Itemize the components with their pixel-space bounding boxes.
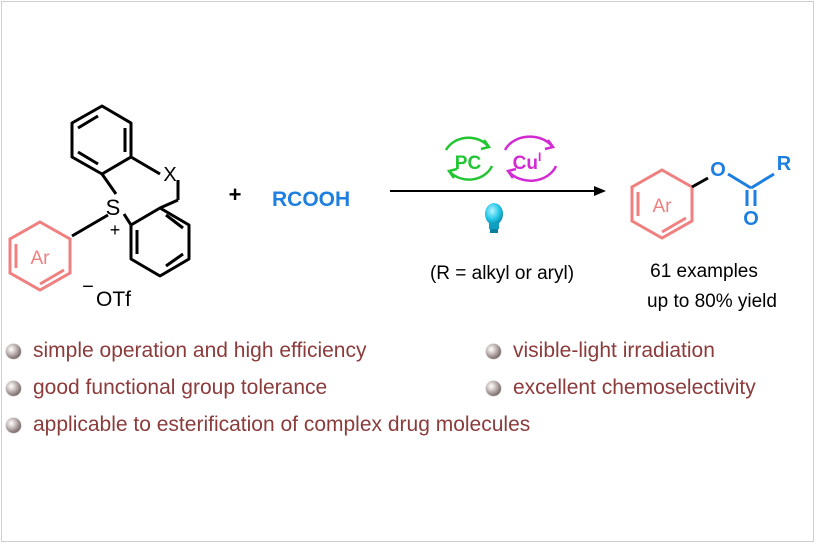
carbonyl-oxygen: O: [743, 208, 759, 230]
catalyst-cu-symbol: Cu: [513, 153, 538, 174]
ar-label-product: Ar: [653, 196, 673, 217]
yield-range: up to 80% yield: [647, 291, 777, 312]
sulfur-atom: S: [106, 195, 121, 220]
ester-bonds: [691, 176, 709, 189]
examples-count: 61 examples: [650, 261, 758, 282]
sulfur-charge: +: [110, 220, 121, 240]
condition-note: (R = alkyl or aryl): [430, 263, 574, 284]
feature-item: good functional group tolerance: [6, 376, 327, 400]
catalyst-pc: PC: [455, 153, 482, 174]
bullet-icon: [6, 417, 21, 433]
feature-item: simple operation and high efficiency: [6, 339, 367, 363]
ar-label-reactant: Ar: [31, 248, 51, 269]
ester-oxygen: O: [710, 159, 726, 181]
bullet-icon: [6, 380, 21, 396]
ester-bonds-blue: [727, 172, 775, 206]
bullet-icon: [486, 380, 501, 396]
aryl-ring-reactant: [8, 220, 72, 292]
reagent: RCOOH: [272, 188, 350, 211]
feature-text: visible-light irradiation: [513, 339, 715, 362]
counterion-charge: −: [82, 276, 94, 298]
plus-sign: +: [229, 182, 242, 207]
sulfonium-salt: [70, 104, 191, 278]
light-bulb-icon: [485, 203, 503, 233]
r-group: R: [777, 153, 792, 175]
cu-cycle-icon: [503, 135, 558, 182]
feature-text: applicable to esterification of complex …: [33, 413, 531, 436]
counterion: OTf: [96, 288, 131, 311]
bullet-icon: [486, 343, 501, 359]
feature-text: good functional group tolerance: [33, 376, 328, 399]
feature-text: simple operation and high efficiency: [33, 339, 367, 362]
feature-item: visible-light irradiation: [486, 339, 715, 363]
feature-text: excellent chemoselectivity: [513, 376, 756, 399]
feature-item: excellent chemoselectivity: [486, 376, 756, 400]
feature-item: applicable to esterification of complex …: [6, 413, 530, 437]
bullet-icon: [6, 343, 21, 359]
catalyst-cu: CuI: [513, 150, 542, 174]
pc-cycle-icon: [444, 136, 494, 181]
x-atom: X: [163, 164, 176, 186]
catalyst-cu-superscript: I: [538, 150, 541, 164]
